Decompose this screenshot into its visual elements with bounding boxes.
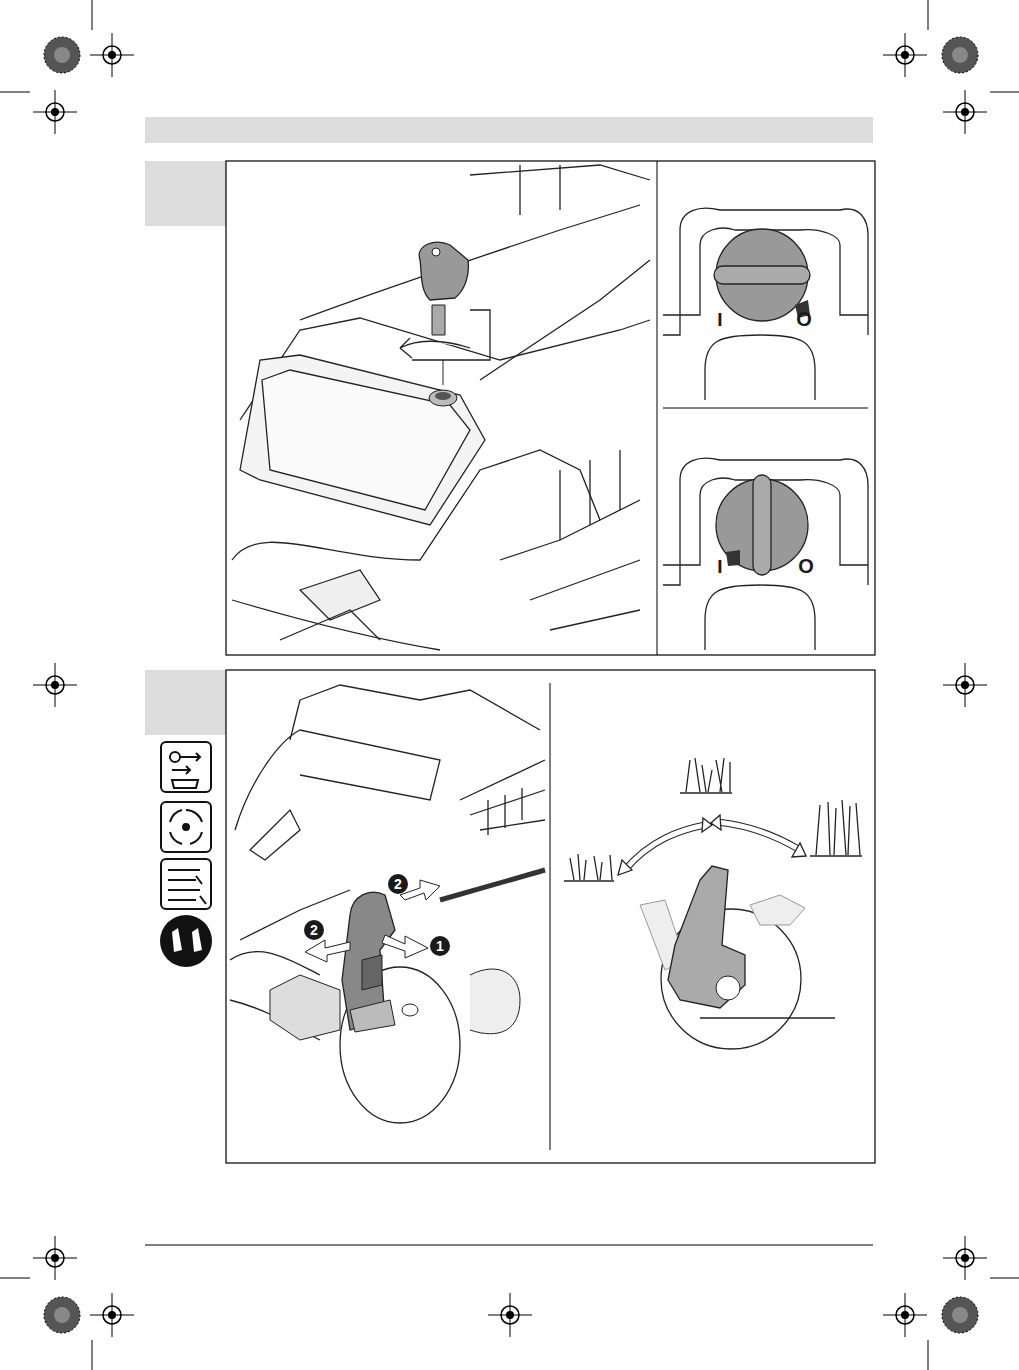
callout-number: 1 [430,936,450,956]
callout-number: 2 [304,920,324,940]
switch-position-on: I [717,310,722,329]
switch-position-off: O [798,556,814,576]
callout-number: 2 [388,874,408,894]
switch-position-off: O [796,309,812,329]
switch-position-on: I [717,557,722,576]
